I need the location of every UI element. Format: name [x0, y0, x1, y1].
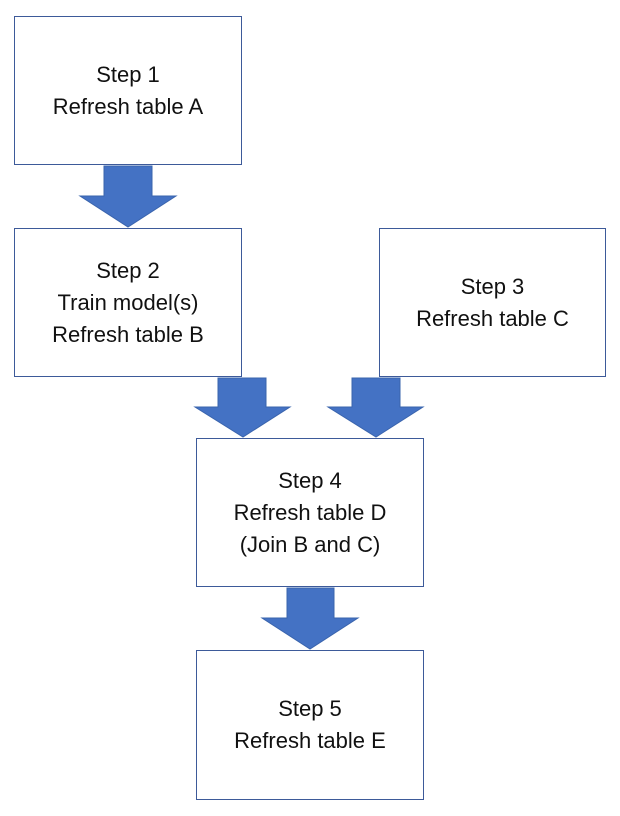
step-2-line-3: Refresh table B — [52, 321, 204, 347]
step-4-line-2: Refresh table D — [233, 499, 387, 525]
arrow-step3-to-step4 — [326, 377, 425, 438]
step-5-line-2: Refresh table E — [234, 728, 386, 753]
step-5-title: Step 5 — [278, 696, 342, 721]
step-4-title: Step 4 — [278, 467, 342, 493]
step-3-line-2: Refresh table C — [416, 305, 569, 331]
step-3-title: Step 3 — [460, 273, 525, 299]
step-2-box: Step 2 Train model(s) Refresh table B — [14, 228, 242, 377]
arrow-step1-to-step2 — [78, 165, 178, 228]
step-4-line-3: (Join B and C) — [239, 531, 381, 557]
step-1-line-2: Refresh table A — [52, 93, 204, 119]
step-2-title: Step 2 — [96, 257, 160, 283]
step-4-box: Step 4 Refresh table D (Join B and C) — [196, 438, 424, 587]
step-2-line-2: Train model(s) — [57, 289, 199, 315]
step-3-box: Step 3 Refresh table C — [379, 228, 606, 377]
step-1-box: Step 1 Refresh table A — [14, 16, 242, 165]
arrow-step2-to-step4 — [193, 377, 292, 438]
step-5-box: Step 5 Refresh table E — [196, 650, 424, 800]
step-1-title: Step 1 — [96, 61, 160, 87]
arrow-step4-to-step5 — [260, 587, 360, 650]
